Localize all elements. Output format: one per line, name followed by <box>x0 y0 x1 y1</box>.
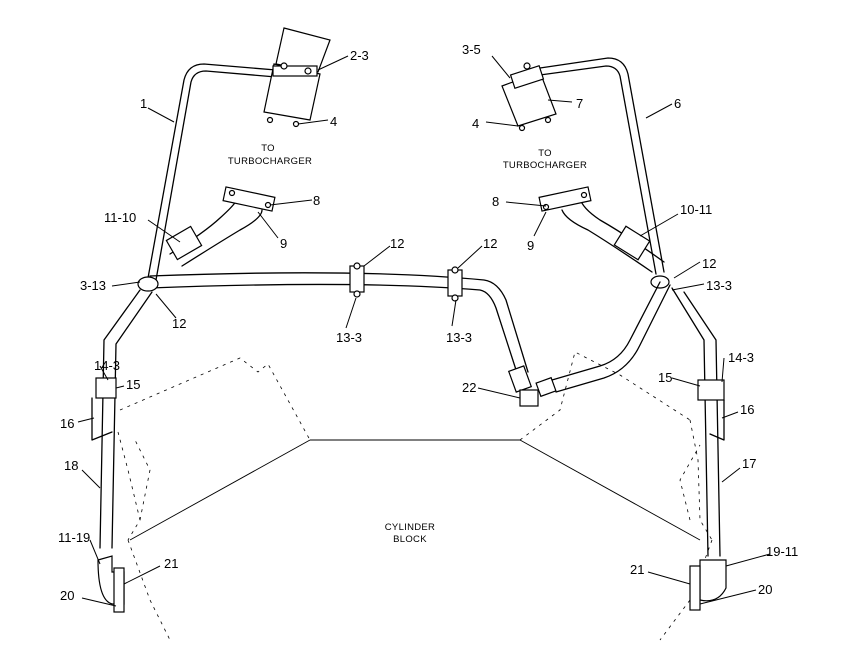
right-turbo-connector <box>501 62 557 132</box>
callout-20-left: 20 <box>60 588 74 603</box>
note-cylinder-block-line1: CYLINDER <box>385 522 435 533</box>
leader-lines <box>77 55 771 607</box>
right-vertical-tube-17 <box>671 287 727 611</box>
note-to-turbo-right-line1: TO <box>538 148 552 159</box>
callout-6: 6 <box>674 96 681 111</box>
left-vertical-tube-18 <box>91 289 153 613</box>
callout-9-right: 9 <box>527 238 534 253</box>
callout-12-right: 12 <box>702 256 716 271</box>
callout-11-19: 11-19 <box>58 530 90 545</box>
callout-3-13: 3-13 <box>80 278 106 293</box>
callout-10-11: 10-11 <box>680 202 712 217</box>
callout-19-11: 19-11 <box>766 544 798 559</box>
callout-labels: 1 2-3 4 8 9 11-10 3-13 12 12 12 13-3 13-… <box>58 42 798 603</box>
callout-13-3-mid-2: 13-3 <box>446 330 472 345</box>
note-to-turbo-left-line2: TURBOCHARGER <box>228 156 312 167</box>
callout-4-right: 4 <box>472 116 479 131</box>
callout-16-left: 16 <box>60 416 74 431</box>
note-to-turbo-right-line2: TURBOCHARGER <box>503 160 587 171</box>
callout-12-mid-1: 12 <box>390 236 404 251</box>
tube-right-6 <box>539 57 665 275</box>
callout-22: 22 <box>462 380 476 395</box>
callout-4-left: 4 <box>330 114 337 129</box>
callout-12-mid-2: 12 <box>483 236 497 251</box>
note-to-turbo-left-line1: TO <box>261 143 275 154</box>
callout-20-right: 20 <box>758 582 772 597</box>
callout-13-3-mid-1: 13-3 <box>336 330 362 345</box>
callout-1: 1 <box>140 96 147 111</box>
callout-13-3-right: 13-3 <box>706 278 732 293</box>
callout-18: 18 <box>64 458 78 473</box>
cylinder-block-outline <box>117 351 713 641</box>
callout-16-right: 16 <box>740 402 754 417</box>
callout-12-left-lower: 12 <box>172 316 186 331</box>
callout-8-left: 8 <box>313 193 320 208</box>
right-elbow-assembly <box>538 186 665 273</box>
callout-9-left: 9 <box>280 236 287 251</box>
callout-3-5: 3-5 <box>462 42 481 57</box>
left-elbow-assembly <box>165 186 276 267</box>
crossover-tube <box>137 262 670 377</box>
tee-fitting-22 <box>507 281 671 407</box>
tube-left-1 <box>147 63 277 281</box>
callout-11-10: 11-10 <box>104 210 136 225</box>
left-turbo-connector <box>263 27 331 128</box>
callout-8-right: 8 <box>492 194 499 209</box>
callout-15-left: 15 <box>126 377 140 392</box>
callout-2-3: 2-3 <box>350 48 369 63</box>
callout-14-3-right: 14-3 <box>728 350 754 365</box>
callout-21-left: 21 <box>164 556 178 571</box>
diagram-notes: TO TURBOCHARGER TO TURBOCHARGER CYLINDER… <box>228 143 587 545</box>
callout-17: 17 <box>742 456 756 471</box>
note-cylinder-block-line2: BLOCK <box>393 534 427 545</box>
callout-14-3-left: 14-3 <box>94 358 120 373</box>
callout-21-right: 21 <box>630 562 644 577</box>
callout-7: 7 <box>576 96 583 111</box>
callout-15-right: 15 <box>658 370 672 385</box>
